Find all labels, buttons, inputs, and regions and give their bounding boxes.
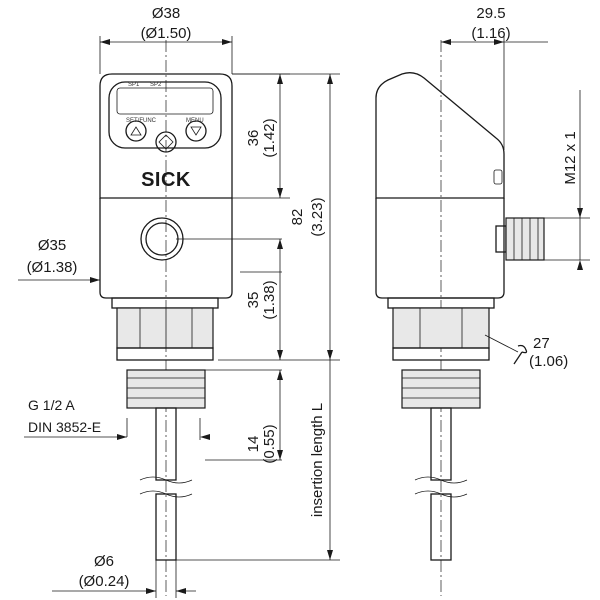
diameter-probe-label: Ø6 <box>94 553 114 570</box>
height-body-label: 35 <box>245 292 262 309</box>
display-housing <box>99 73 233 199</box>
led-label-sp1: SP1 <box>128 82 140 88</box>
enter-diamond-icon <box>158 134 174 150</box>
diameter-body-label: Ø35 <box>38 237 66 254</box>
menu-button-label: MENU <box>186 118 204 124</box>
front-dimensions: Ø38 (Ø1.50) 36 (1.42) 82 (3.23) Ø35 (Ø1.… <box>18 5 340 598</box>
thread-standard-label: DIN 3852-E <box>28 419 101 435</box>
front-thread <box>126 369 206 409</box>
led-label-sp2: SP2 <box>150 82 162 88</box>
height-total-inch-label: (3.23) <box>309 197 326 236</box>
side-probe-lower <box>430 493 452 561</box>
side-hex-nut <box>392 307 490 349</box>
body-port-inner <box>145 222 179 256</box>
wrench-leader <box>484 334 519 353</box>
diameter-probe-inch-label: (Ø0.24) <box>79 573 130 590</box>
display-window <box>108 81 222 149</box>
height-display-label: 36 <box>245 130 262 147</box>
connector-label: M12 x 1 <box>562 131 579 184</box>
height-thread-inch-label: (0.55) <box>261 424 278 463</box>
menu-button <box>185 120 207 142</box>
wrench-size-label: 27 <box>533 335 550 352</box>
side-dimensions: 29.5 (1.16) M12 x 1 27 (1.06) <box>441 5 590 370</box>
side-port-slot <box>493 169 503 185</box>
insertion-length-label: insertion length L <box>309 403 326 517</box>
height-body-inch-label: (1.38) <box>261 280 278 319</box>
height-display-inch-label: (1.42) <box>261 118 278 157</box>
display-screen <box>116 87 214 115</box>
side-view <box>375 40 545 596</box>
front-break-mark-1 <box>139 476 193 484</box>
diameter-top-inch-label: (Ø1.50) <box>141 25 192 42</box>
set-button <box>125 120 147 142</box>
diameter-top-label: Ø38 <box>152 5 180 22</box>
front-view: SP1 SP2 SET/FUNC MENU SICK <box>99 40 233 596</box>
depth-label: 29.5 <box>476 5 505 22</box>
side-break-mark-1 <box>414 476 468 484</box>
wrench-icon <box>513 344 528 365</box>
side-head <box>375 72 505 199</box>
thread-label: G 1/2 A <box>28 397 75 413</box>
diameter-body-inch-label: (Ø1.38) <box>27 259 78 276</box>
up-arrow-icon <box>130 126 142 136</box>
front-hex-nut <box>116 307 214 349</box>
side-body <box>375 198 505 299</box>
down-arrow-icon <box>190 126 202 136</box>
front-hex-lower <box>116 347 214 361</box>
wrench-size-inch-label: (1.06) <box>529 353 568 370</box>
set-button-label: SET/FUNC <box>126 118 157 124</box>
sick-logo: SICK <box>141 169 191 191</box>
height-total-label: 82 <box>289 209 306 226</box>
front-probe-lower <box>155 493 177 561</box>
depth-inch-label: (1.16) <box>471 25 510 42</box>
front-collar <box>111 297 219 309</box>
enter-button <box>155 131 177 153</box>
side-hex-lower <box>392 347 490 361</box>
side-thread <box>401 369 481 409</box>
height-thread-label: 14 <box>245 436 262 453</box>
